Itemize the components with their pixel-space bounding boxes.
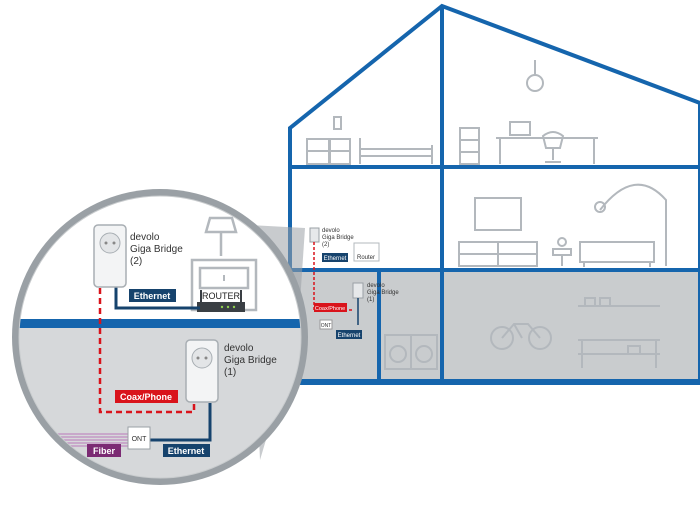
- mini-ethernet-bottom-badge: [336, 330, 362, 339]
- mini-ethernet-badge: [322, 253, 348, 262]
- coax-phone-badge: [115, 390, 178, 403]
- basement-storage-furniture: [490, 297, 660, 368]
- mini-adapter-bottom-line1: devolo: [367, 283, 385, 289]
- mini-ont-label: ONT: [321, 323, 332, 329]
- mini-adapter-top-line2: Giga Bridge: [322, 235, 354, 241]
- adapter-2-name-line1: devolo: [130, 232, 160, 243]
- ethernet-badge-bottom: [163, 444, 210, 457]
- laundry-furniture: [384, 334, 438, 370]
- ethernet-badge-top: [129, 289, 176, 302]
- router: ROUTER: [197, 290, 245, 312]
- coax-phone-line: [98, 288, 196, 414]
- adapter-1-name-line3: (1): [224, 367, 236, 378]
- mini-router-label: Router: [357, 255, 375, 261]
- mini-coax-label: Coax/Phone: [315, 306, 345, 312]
- office-furniture: [459, 60, 598, 165]
- ethernet-badge-top-label: Ethernet: [134, 291, 171, 301]
- bedroom-furniture: [306, 116, 433, 165]
- ont-box: ONT: [127, 426, 151, 450]
- giga-bridge-adapter-2: devolo Giga Bridge (2): [93, 224, 183, 288]
- mini-coax-badge: [314, 303, 347, 312]
- mini-adapter-top-line1: devolo: [322, 228, 340, 234]
- coax-phone-badge-label: Coax/Phone: [120, 392, 172, 402]
- giga-bridge-adapter-1: devolo Giga Bridge (1): [185, 339, 277, 403]
- mini-adapter-bottom-line3: (1): [367, 297, 374, 303]
- mini-adapter-bottom-line2: Giga Bridge: [367, 290, 399, 296]
- zoom-circle-inner-edge: [18, 195, 302, 479]
- ethernet-badge-bottom-label: Ethernet: [168, 446, 205, 456]
- router-label: ROUTER: [202, 291, 241, 301]
- house: [288, 3, 700, 385]
- adapter-1-name-line2: Giga Bridge: [224, 355, 277, 366]
- ont-label: ONT: [132, 436, 148, 443]
- basement-floor: [290, 270, 700, 380]
- fiber-badge: [87, 444, 121, 457]
- ethernet-cable-top: [114, 287, 200, 310]
- ethernet-cable-bottom: [150, 403, 212, 442]
- mini-network-diagram: devolo Giga Bridge (2) Ethernet Router d…: [309, 227, 399, 339]
- mini-ethernet-label: Ethernet: [324, 256, 347, 262]
- mini-ethernet-bottom-label: Ethernet: [338, 333, 361, 339]
- mini-adapter-top-line3: (2): [322, 242, 329, 248]
- fiber-badge-label: Fiber: [93, 446, 116, 456]
- adapter-2-name-line3: (2): [130, 256, 142, 267]
- zoom-floor: [19, 319, 301, 328]
- adapter-2-name-line2: Giga Bridge: [130, 244, 183, 255]
- living-room-furniture: [458, 183, 667, 267]
- adapter-1-name-line1: devolo: [224, 343, 254, 354]
